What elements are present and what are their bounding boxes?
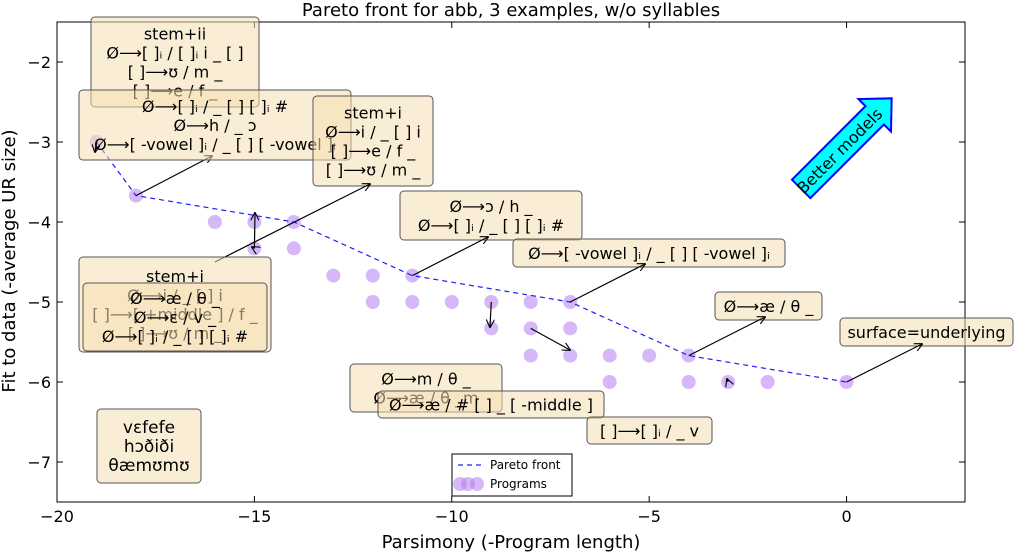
annotation-text: [ ]⟶e / f _ <box>331 142 417 162</box>
annotation-3: stem+iØ⟶i / _ [ ] i[ ]⟶e / f _[ ]⟶ʊ / m … <box>214 95 434 263</box>
program-point <box>405 295 420 309</box>
y-tick-label: −6 <box>27 373 51 392</box>
annotation-arrow <box>214 184 370 263</box>
x-tick-label: −5 <box>637 507 661 526</box>
annotation-text: hɔðiði <box>124 437 174 457</box>
x-tick-label: −15 <box>238 507 272 526</box>
annotation-text: [ ]⟶ʊ / m _ <box>326 161 422 181</box>
y-tick-label: −5 <box>27 293 51 312</box>
annotation-4: Ø⟶ɔ / h _Ø⟶[ ]ᵢ / _ [ ] [ ]ᵢ # <box>399 190 583 277</box>
program-point <box>681 375 696 389</box>
annotation-text: Ø⟶ɔ / h _ <box>449 197 533 217</box>
annotation-text: [ ]⟶ʊ / m _ <box>128 63 224 83</box>
annotation-text: Ø⟶[ -vowel ]ᵢ / _ [ ] [ -vowel ]ᵢ <box>528 244 770 264</box>
y-tick-label: −2 <box>27 53 51 72</box>
annotation-text: vɛfefe <box>123 418 175 438</box>
y-axis-label: Fit to data (-average UR size) <box>0 129 20 392</box>
annotation-box <box>512 238 786 268</box>
annotation-arrow <box>727 379 728 382</box>
annotation-text: Ø⟶[ -vowel ]ᵢ / _ [ ] [ -vowel ]ᵢ <box>94 135 336 155</box>
annotation-text: Ø⟶[ ]ᵢ / [ ]ᵢ i _ [ ] <box>106 44 243 64</box>
program-point <box>642 348 657 363</box>
annotation-box <box>586 416 713 445</box>
program-point <box>563 321 578 336</box>
annotation-text: stem+i <box>344 104 402 123</box>
annotation-box <box>399 190 583 241</box>
annotation-arrow <box>254 213 255 249</box>
annotation-box <box>96 408 202 484</box>
annotation-5: Ø⟶[ -vowel ]ᵢ / _ [ ] [ -vowel ]ᵢ <box>512 238 786 303</box>
program-point <box>207 215 222 229</box>
y-tick-label: −7 <box>27 453 51 472</box>
x-tick-label: 0 <box>841 507 851 526</box>
program-point <box>365 295 380 309</box>
program-point <box>523 295 538 309</box>
program-point <box>760 375 775 389</box>
annotation-text: Ø⟶i / _ [ ] i <box>325 123 421 143</box>
annotation-box <box>312 95 434 187</box>
better-models-label: Better models <box>793 104 886 197</box>
program-point <box>444 295 459 309</box>
annotation-10: [ ]⟶[ ]ᵢ / _ v <box>586 379 728 445</box>
x-tick-label: −10 <box>435 507 469 526</box>
annotation-arrow <box>530 327 570 350</box>
program-point <box>484 321 499 336</box>
annotation-text: Ø⟶æ / θ _ <box>724 297 815 317</box>
annotation-text: [ ]⟶[ ]ᵢ / _ v <box>600 422 699 442</box>
annotation-text: Ø⟶æ / θ _ <box>130 289 221 309</box>
annotation-text: θæmʊmʊ <box>108 456 189 476</box>
annotation-text: Ø⟶m / θ _ <box>381 370 472 390</box>
annotation-arrow <box>688 317 765 357</box>
annotation-9: Ø⟶æ / # [ ] _ [ -middle ] <box>377 327 605 419</box>
annotation-arrow <box>412 237 488 277</box>
axes: −20 −15 −10 −5 0 −2 −3 −4 −5 −6 −7 <box>27 21 966 526</box>
annotation-box <box>839 317 1014 347</box>
annotation-text: surface=underlying <box>847 323 1005 342</box>
annotation-arrow <box>846 344 922 383</box>
annotation-arrow <box>95 141 96 152</box>
legend-programs-marker <box>470 477 484 491</box>
y-tick-label: −3 <box>27 133 51 152</box>
better-models-arrow-shape <box>790 97 893 200</box>
annotation-7: Ø⟶æ / θ _Ø⟶ɛ / v _Ø⟶[ ]ᵢ / _ [ ] [ ]ᵢ # <box>82 247 268 352</box>
legend: Pareto front Programs <box>451 453 573 497</box>
annotation-text: Ø⟶æ / # [ ] _ [ -middle ] <box>389 396 593 416</box>
annotation-arrow <box>490 301 491 327</box>
annotation-text: Ø⟶[ ]ᵢ / _ [ ] [ ]ᵢ # <box>418 216 564 236</box>
program-point <box>326 268 341 283</box>
annotation-text: Ø⟶h / _ ɔ <box>173 116 256 136</box>
legend-pareto-label: Pareto front <box>490 458 561 472</box>
chart-title: Pareto front for abb, 3 examples, w/o sy… <box>302 0 720 21</box>
x-axis-label: Parsimony (-Program length) <box>382 532 641 552</box>
program-point <box>563 348 578 363</box>
annotation-12: surface=underlying <box>839 317 1014 383</box>
annotation-arrow <box>135 156 212 197</box>
program-point <box>365 268 380 283</box>
annotation-text: stem+i <box>146 267 204 286</box>
annotation-box <box>377 390 605 419</box>
annotation-box <box>714 291 823 321</box>
program-point <box>602 348 617 363</box>
program-point <box>602 375 617 389</box>
annotation-box <box>82 282 268 352</box>
x-tick-label: −20 <box>40 507 74 526</box>
program-point <box>286 241 301 256</box>
y-tick-label: −4 <box>27 213 51 232</box>
legend-programs-label: Programs <box>490 477 547 491</box>
better-models-arrow: Better models <box>790 97 893 200</box>
annotation-11: Ø⟶æ / θ _ <box>688 291 823 357</box>
annotations: stem+iiØ⟶[ ]ᵢ / [ ]ᵢ i _ [ ][ ]⟶ʊ / m _[… <box>78 16 1014 484</box>
annotation-text: Ø⟶[ ]ᵢ / _ [ ] [ ]ᵢ # <box>142 97 288 117</box>
annotation-text: stem+ii <box>144 25 206 44</box>
annotation-arrow <box>252 247 254 248</box>
annotation-2: Ø⟶[ ]ᵢ / _ [ ] [ ]ᵢ #Ø⟶h / _ ɔØ⟶[ -vowel… <box>78 89 352 161</box>
annotation-text: Ø⟶[ ]ᵢ / _ [ ] [ ]ᵢ # <box>102 327 248 347</box>
annotation-arrow <box>569 264 645 303</box>
annotation-text: Ø⟶ɛ / v _ <box>134 308 217 328</box>
axes-frame <box>56 21 966 503</box>
program-point <box>523 348 538 363</box>
